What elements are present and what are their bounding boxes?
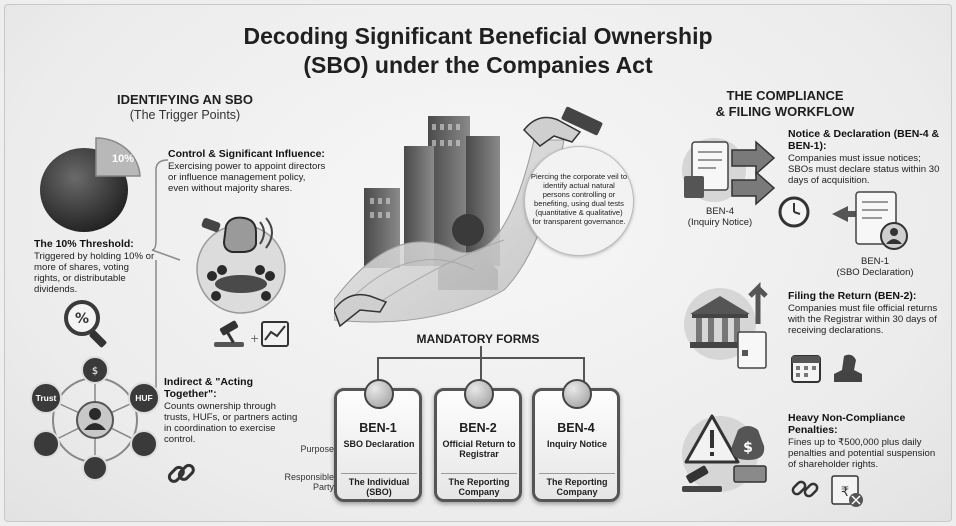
penalties-block: Heavy Non-Compliance Penalties: Fines up… bbox=[788, 412, 944, 470]
left-connector-lines bbox=[151, 159, 181, 390]
control-text: Exercising power to appoint directors or… bbox=[168, 161, 326, 194]
gavel-chart-icons: + bbox=[214, 320, 289, 347]
svg-text:%: % bbox=[75, 311, 89, 327]
compliance-heading-line-1: THE COMPLIANCE bbox=[726, 88, 844, 103]
penalties-title: Heavy Non-Compliance Penalties: bbox=[788, 412, 906, 436]
acting-together-text: Counts ownership through trusts, HUFs, o… bbox=[164, 401, 298, 445]
forms-connector-lines bbox=[377, 346, 585, 382]
form-card-ben-4: BEN-4 Inquiry Notice The Reporting Compa… bbox=[532, 379, 620, 502]
section-heading-identifying: IDENTIFYING AN SBO bbox=[116, 92, 254, 107]
acting-together-title: Indirect & "Acting Together": bbox=[164, 376, 253, 400]
form-purpose: Inquiry Notice bbox=[546, 439, 607, 449]
notice-document-icon bbox=[562, 379, 592, 409]
notice-title: Notice & Declaration (BEN-4 & BEN-1): bbox=[788, 128, 940, 152]
row-label-purpose: Purpose bbox=[300, 444, 334, 454]
section-heading-compliance: THE COMPLIANCE & FILING WORKFLOW bbox=[700, 88, 870, 120]
compliance-heading-line-2: & FILING WORKFLOW bbox=[715, 104, 855, 119]
pie-chart-icon: 10% bbox=[40, 137, 141, 232]
form-purpose: SBO Declaration bbox=[343, 439, 415, 449]
notice-declaration-block: Notice & Declaration (BEN-4 & BEN-1): Co… bbox=[788, 128, 946, 186]
acting-together-network-icon: Trust HUF $ bbox=[30, 356, 160, 481]
filing-title: Filing the Return (BEN-2): bbox=[788, 290, 917, 302]
person-icon bbox=[364, 379, 394, 409]
form-card-ben-1: BEN-1 SBO Declaration The Individual (SB… bbox=[334, 379, 422, 502]
broken-chain-rupee-icons: ₹ bbox=[791, 475, 863, 507]
registrar-building-icon bbox=[684, 281, 768, 369]
svg-text:+: + bbox=[250, 332, 259, 345]
page-title: Decoding Significant Beneficial Ownershi… bbox=[120, 22, 836, 80]
chain-link-icon bbox=[167, 463, 195, 483]
notice-text: Companies must issue notices; SBOs must … bbox=[788, 153, 940, 186]
magnifier-percent-icon: % bbox=[64, 300, 107, 348]
control-block: Control & Significant Influence: Exercis… bbox=[168, 148, 328, 194]
pie-percent-label: 10% bbox=[112, 153, 134, 165]
filing-return-block: Filing the Return (BEN-2): Companies mus… bbox=[788, 290, 938, 336]
section-subheading-triggers: (The Trigger Points) bbox=[129, 108, 241, 122]
form-card-ben-2: BEN-2 Official Return to Registrar The R… bbox=[434, 379, 522, 502]
rupee-glyph: ₹ bbox=[841, 485, 849, 500]
boardroom-control-icon bbox=[196, 216, 286, 314]
form-party: The Reporting Company bbox=[441, 473, 517, 497]
veil-text-bubble bbox=[524, 146, 634, 256]
penalty-warning-icon: $ bbox=[682, 414, 767, 492]
mandatory-forms-heading: MANDATORY FORMS bbox=[416, 332, 540, 346]
notice-documents-icon bbox=[682, 138, 776, 206]
ben4-subtitle: (Inquiry Notice) bbox=[687, 217, 753, 228]
veil-text: Piercing the corporate veil to identify … bbox=[530, 172, 628, 226]
ben1-code: BEN-1 bbox=[861, 256, 889, 267]
ben1-clock-arrow-icon bbox=[778, 191, 908, 250]
form-party: The Reporting Company bbox=[539, 473, 615, 497]
form-party: The Individual (SBO) bbox=[341, 473, 417, 497]
control-title: Control & Significant Influence: bbox=[168, 148, 325, 160]
filing-text: Companies must file official returns wit… bbox=[788, 303, 938, 336]
threshold-text: Triggered by holding 10% or more of shar… bbox=[34, 251, 155, 295]
corporate-veil-illustration bbox=[334, 106, 603, 328]
row-label-responsible-party: Responsible Party bbox=[284, 472, 334, 492]
form-code: BEN-4 bbox=[557, 421, 595, 435]
network-trust-label: Trust bbox=[36, 393, 57, 403]
acting-together-block: Indirect & "Acting Together": Counts own… bbox=[164, 376, 304, 445]
ben1-subtitle: (SBO Declaration) bbox=[836, 267, 914, 278]
network-moneybag-glyph: $ bbox=[92, 366, 98, 377]
ben1-declaration-label: BEN-1 (SBO Declaration) bbox=[830, 256, 920, 278]
form-purpose: Official Return to Registrar bbox=[442, 439, 516, 459]
form-code: BEN-2 bbox=[459, 421, 497, 435]
title-line-1: Decoding Significant Beneficial Ownershi… bbox=[243, 23, 713, 49]
dollar-glyph: $ bbox=[743, 440, 753, 456]
ben4-code: BEN-4 bbox=[706, 206, 734, 217]
document-icon bbox=[464, 379, 494, 409]
calendar-stamp-icons bbox=[791, 354, 862, 383]
threshold-block: The 10% Threshold: Triggered by holding … bbox=[34, 238, 156, 295]
network-huf-label: HUF bbox=[135, 393, 152, 403]
title-line-2: (SBO) under the Companies Act bbox=[303, 52, 653, 78]
penalties-text: Fines up to ₹500,000 plus daily penaltie… bbox=[788, 437, 936, 470]
form-code: BEN-1 bbox=[359, 421, 397, 435]
threshold-title: The 10% Threshold: bbox=[34, 238, 134, 250]
ben4-inquiry-label: BEN-4 (Inquiry Notice) bbox=[680, 206, 760, 228]
